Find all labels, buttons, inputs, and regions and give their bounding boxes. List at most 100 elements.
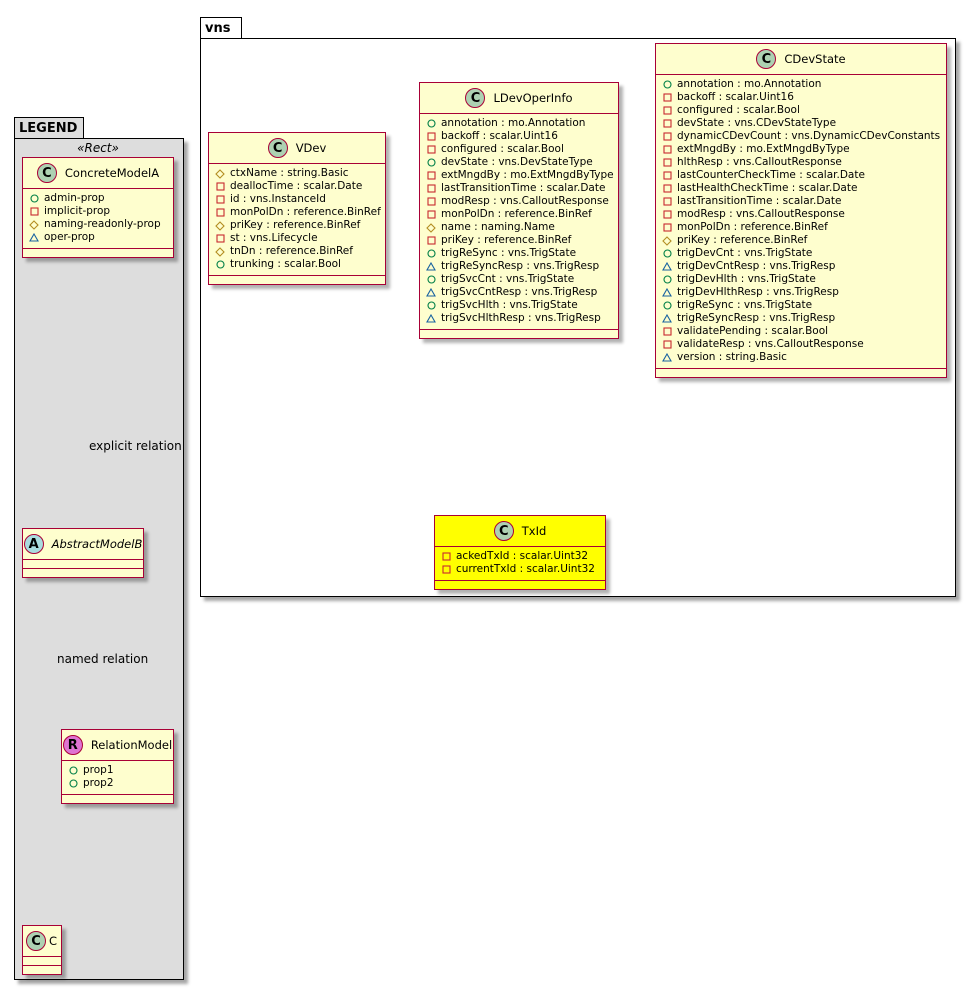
attribute-row: modResp : vns.CalloutResponse (662, 208, 940, 221)
attribute-row: trigReSync : vns.TrigState (662, 299, 940, 312)
attribute-row: currentTxId : scalar.Uint32 (441, 563, 599, 576)
attribute-text: ackedTxId : scalar.Uint32 (456, 550, 589, 562)
protected-visibility-icon (215, 220, 225, 231)
private-visibility-icon (662, 145, 672, 155)
explicit-relation-label: explicit relation (89, 439, 182, 453)
method-list (23, 249, 173, 257)
protected-visibility-icon (662, 235, 672, 246)
attribute-row: hlthResp : vns.CalloutResponse (662, 156, 940, 169)
attribute-row: priKey : reference.BinRef (215, 219, 379, 232)
public-visibility-icon (662, 80, 672, 90)
attribute-row: trigSvcCnt : vns.TrigState (426, 273, 612, 286)
private-visibility-icon (662, 210, 672, 220)
attribute-row: deallocTime : scalar.Date (215, 180, 379, 193)
package-visibility-icon (662, 288, 672, 298)
attribute-row: devState : vns.CDevStateType (662, 117, 940, 130)
attribute-row: monPolDn : reference.BinRef (426, 208, 612, 221)
attribute-text: trigDevCnt : vns.TrigState (677, 247, 813, 259)
attribute-row: st : vns.Lifecycle (215, 232, 379, 245)
private-visibility-icon (662, 327, 672, 337)
attribute-row: priKey : reference.BinRef (426, 234, 612, 247)
private-visibility-icon (441, 565, 451, 575)
public-visibility-icon (68, 779, 78, 789)
attribute-row: trigDevHlth : vns.TrigState (662, 273, 940, 286)
public-visibility-icon (662, 249, 672, 259)
attribute-row: dynamicCDevCount : vns.DynamicCDevConsta… (662, 130, 940, 143)
package-visibility-icon (426, 288, 436, 298)
private-visibility-icon (426, 132, 436, 142)
attribute-row: tnDn : reference.BinRef (215, 245, 379, 258)
attribute-row: lastTransitionTime : scalar.Date (662, 195, 940, 208)
private-visibility-icon (662, 158, 672, 168)
attribute-text: priKey : reference.BinRef (441, 234, 572, 246)
private-visibility-icon (215, 182, 225, 192)
class-name: ConcreteModelA (64, 166, 160, 180)
attribute-row: extMngdBy : mo.ExtMngdByType (426, 169, 614, 182)
attribute-text: monPolDn : reference.BinRef (677, 221, 828, 233)
class-abstract-model-b[interactable]: A AbstractModelB (22, 528, 144, 578)
private-visibility-icon (662, 340, 672, 350)
attribute-text: monPolDn : reference.BinRef (230, 206, 381, 218)
public-visibility-icon (426, 275, 436, 285)
private-visibility-icon (426, 236, 436, 246)
attribute-text: version : string.Basic (677, 351, 787, 363)
attribute-row: backoff : scalar.Uint16 (662, 91, 940, 104)
attribute-text: annotation : mo.Annotation (677, 78, 822, 90)
private-visibility-icon (662, 119, 672, 129)
package-visibility-icon (662, 353, 672, 363)
class-name: RelationModel (90, 738, 173, 752)
class-name: AbstractModelB (51, 537, 143, 551)
public-visibility-icon (426, 119, 436, 129)
attribute-text: extMngdBy : mo.ExtMngdByType (441, 169, 614, 181)
attribute-row: annotation : mo.Annotation (662, 78, 940, 91)
attribute-row: priKey : reference.BinRef (662, 234, 940, 247)
attribute-text: validateResp : vns.CalloutResponse (677, 338, 864, 350)
attribute-row: ackedTxId : scalar.Uint32 (441, 550, 599, 563)
public-visibility-icon (426, 301, 436, 311)
private-visibility-icon (662, 93, 672, 103)
attribute-row: trigReSyncResp : vns.TrigResp (426, 260, 612, 273)
attribute-row: trigDevCnt : vns.TrigState (662, 247, 940, 260)
private-visibility-icon (426, 210, 436, 220)
attribute-row: annotation : mo.Annotation (426, 117, 612, 130)
attribute-row: trunking : scalar.Bool (215, 258, 379, 271)
protected-visibility-icon (29, 219, 39, 230)
attribute-text: lastCounterCheckTime : scalar.Date (677, 169, 865, 181)
attribute-text: deallocTime : scalar.Date (230, 180, 363, 192)
attribute-row: id : vns.InstanceId (215, 193, 379, 206)
attribute-text: trigReSync : vns.TrigState (441, 247, 577, 259)
attribute-row: trigDevHlthResp : vns.TrigResp (662, 286, 940, 299)
attribute-text: trunking : scalar.Bool (230, 258, 341, 270)
attribute-text: backoff : scalar.Uint16 (677, 91, 794, 103)
attribute-text: dynamicCDevCount : vns.DynamicCDevConsta… (677, 130, 941, 142)
attribute-row: name : naming.Name (426, 221, 612, 234)
attribute-row: trigReSyncResp : vns.TrigResp (662, 312, 940, 325)
relation-spot-icon: R (62, 735, 83, 755)
attribute-row: validateResp : vns.CalloutResponse (662, 338, 940, 351)
attribute-row: devState : vns.DevStateType (426, 156, 612, 169)
attribute-text: id : vns.InstanceId (230, 193, 326, 205)
package-visibility-icon (426, 262, 436, 272)
private-visibility-icon (29, 207, 39, 217)
class-c[interactable]: C C (22, 925, 62, 975)
attribute-text: configured : scalar.Bool (677, 104, 800, 116)
attribute-text: trigDevHlthResp : vns.TrigResp (677, 286, 839, 298)
package-visibility-icon (662, 314, 672, 324)
attribute-row: version : string.Basic (662, 351, 940, 364)
attribute-text: priKey : reference.BinRef (677, 234, 808, 246)
class-ldevoperinfo[interactable]: C LDevOperInfo annotation : mo.Annotatio… (419, 82, 619, 339)
attribute-text: modResp : vns.CalloutResponse (441, 195, 609, 207)
attribute-text: prop1 (83, 764, 114, 776)
private-visibility-icon (426, 171, 436, 181)
protected-visibility-icon (215, 168, 225, 179)
private-visibility-icon (441, 552, 451, 562)
attribute-text: st : vns.Lifecycle (230, 232, 318, 244)
